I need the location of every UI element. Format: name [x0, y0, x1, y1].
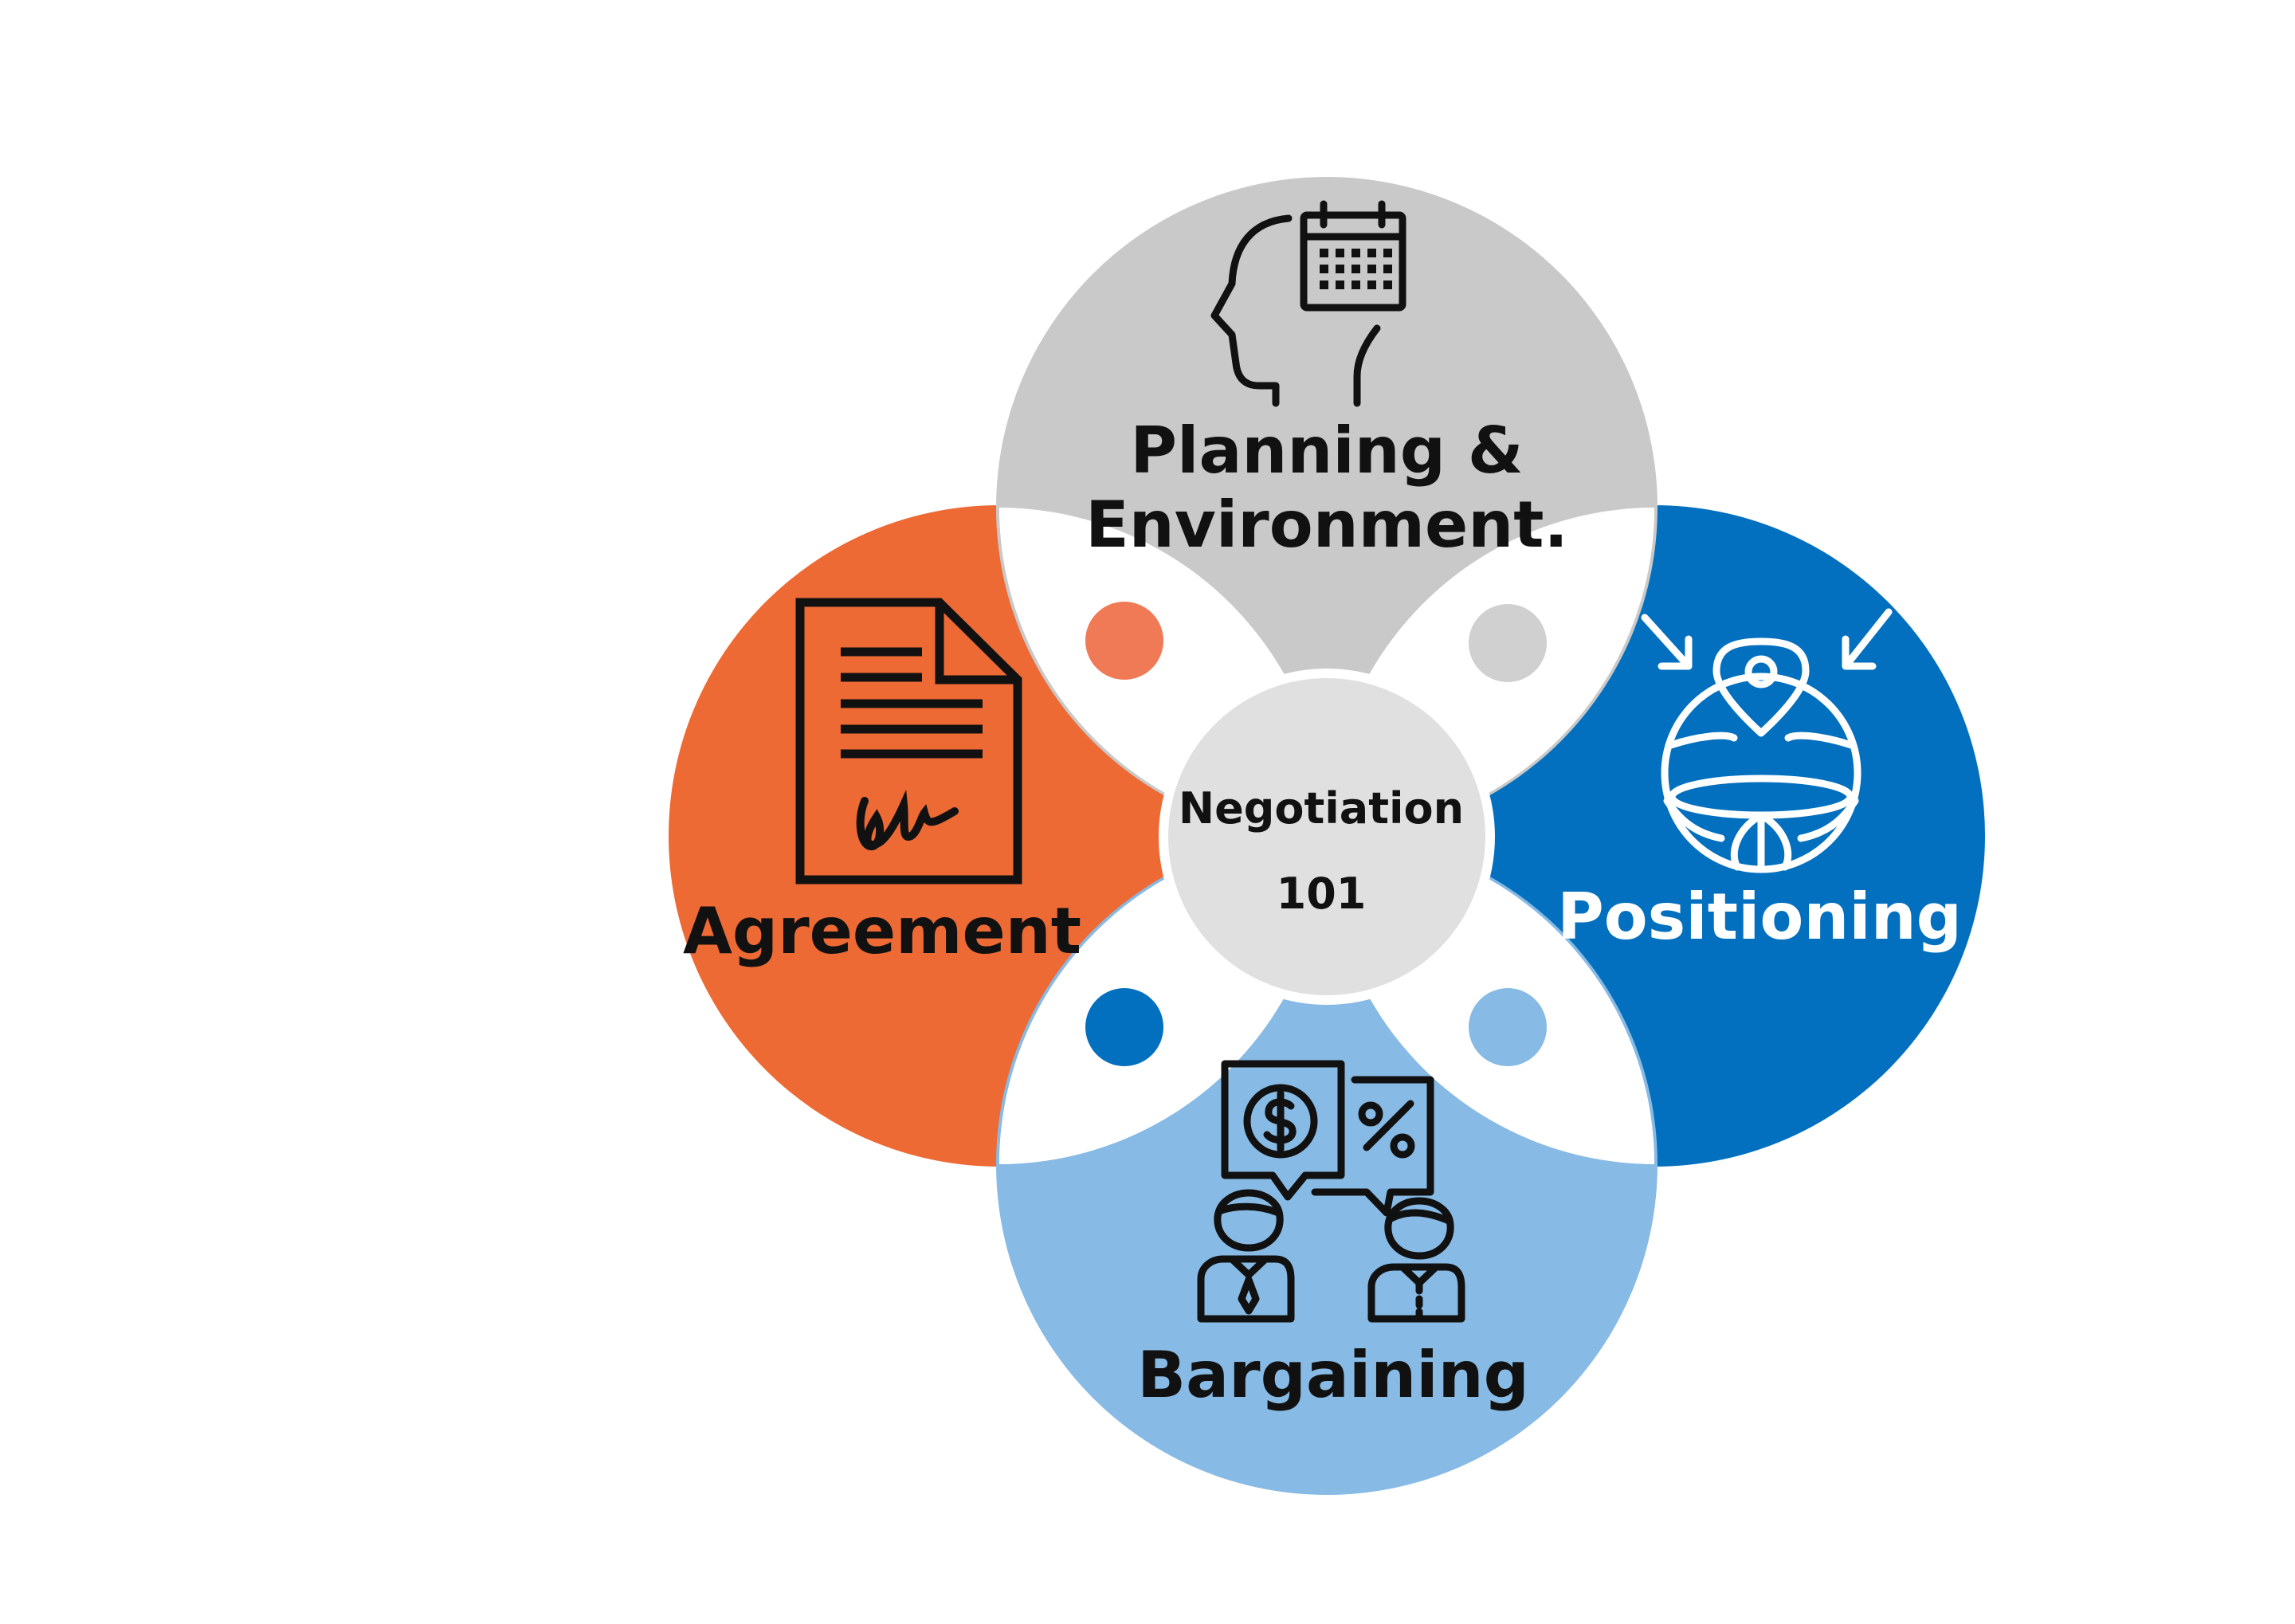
dot-top-right: [1469, 604, 1547, 682]
signed-document-icon: [795, 598, 1022, 885]
head-calendar-icon: [1210, 200, 1406, 407]
center-circle: [1159, 669, 1495, 1005]
calendar-grid-icon: [1320, 249, 1392, 289]
center-label-line1: Negotiation: [1179, 783, 1464, 834]
positioning-label: Positioning: [1557, 880, 1962, 954]
dot-top-left: [1085, 602, 1163, 680]
dot-bottom-left: [1085, 988, 1163, 1066]
planning-label-line1: Planning &: [1130, 414, 1523, 488]
dot-bottom-right: [1469, 988, 1547, 1066]
center-label-line2: 101: [1277, 869, 1367, 919]
planning-label-line2: Environment.: [1085, 488, 1568, 562]
two-people-negotiation-icon: [1197, 1060, 1465, 1323]
agreement-label: Agreement: [683, 894, 1081, 968]
bargaining-label: Bargaining: [1137, 1338, 1529, 1412]
globe-location-pin-icon: [1641, 608, 1893, 873]
